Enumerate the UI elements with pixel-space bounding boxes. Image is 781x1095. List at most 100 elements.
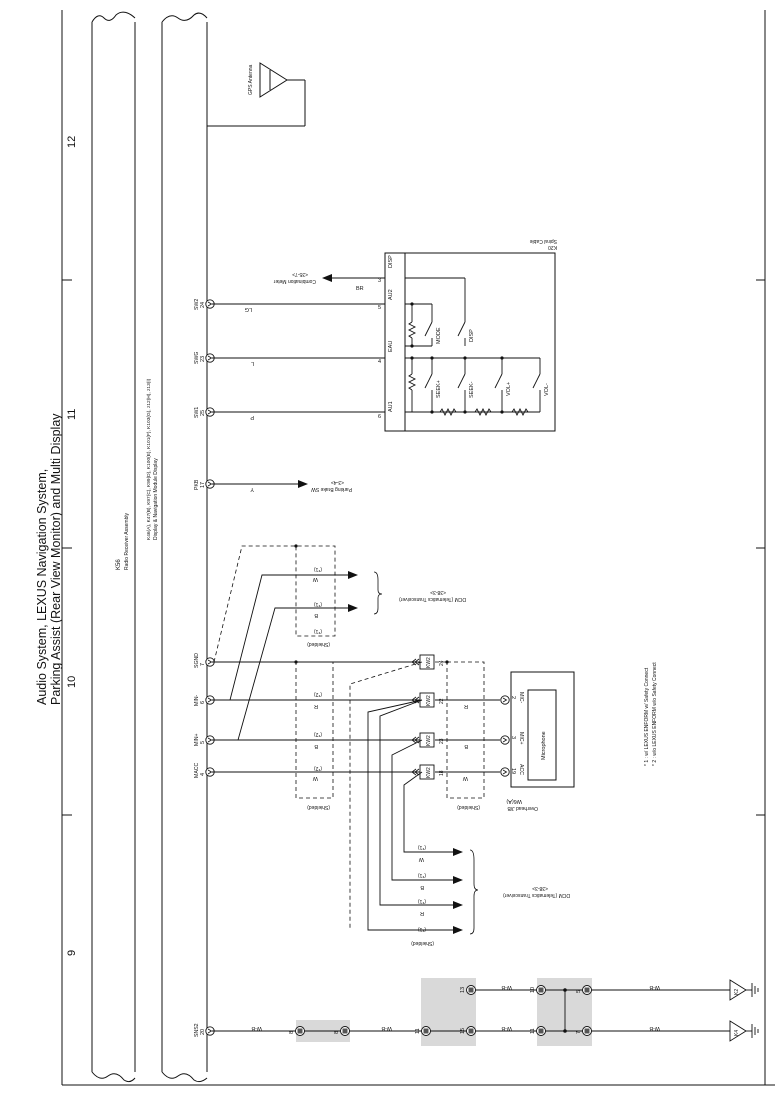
pin-name: MIN+ (194, 733, 200, 746)
pin-number: 17 (200, 482, 206, 488)
pin-number: 7 (200, 663, 206, 666)
page-title-line2: Parking Assist (Rear View Monitor) and M… (49, 413, 63, 705)
ground-k2-label: K2 (734, 989, 740, 995)
pin-name: SWG (194, 352, 200, 364)
upper-star1-a: (*1) (314, 566, 322, 572)
lower-w-label: W (418, 856, 424, 862)
display-module-box (161, 12, 208, 1083)
pin-swg (205, 353, 215, 363)
mic-pin (500, 695, 510, 705)
kw2-pin-number: 24 (439, 660, 445, 666)
kw2-pin-number: 22 (439, 698, 445, 704)
ground-conn-3d-number: 5 (576, 990, 582, 993)
ground-conn-2c: 13 (460, 985, 476, 995)
steering-wires (212, 303, 385, 485)
switch-label-seek-plus: SEEK+ (436, 380, 442, 398)
ground-conn-3c: 10 (530, 985, 546, 995)
lower-shielded: (Shielded) (411, 940, 434, 946)
radio-receiver-box (91, 11, 136, 1083)
pin-name: MIN- (194, 694, 200, 706)
dcm-upper-ref: <38-3> (430, 589, 446, 595)
sheet-number-10: 10 (66, 676, 78, 688)
ground-conn-3b-number: 7 (576, 1031, 582, 1034)
pin-number: 20 (200, 1029, 206, 1035)
sheet-number-9: 9 (66, 950, 78, 956)
spiral-num-6: 6 (378, 414, 381, 420)
comb-meter-ref: <35-7> (292, 271, 308, 277)
arrow-comb-meter (322, 274, 332, 282)
arrow-dcm-b (348, 604, 358, 612)
mic-pin (500, 735, 510, 745)
mic-b-label-a: B (314, 743, 318, 749)
switch-label-vol-minus: VOL- (544, 383, 550, 396)
radio-code: K56 (116, 559, 122, 570)
spiral-term-au2: AU2 (388, 289, 394, 300)
pin-name: SGND (194, 653, 200, 668)
ground-conn-1b-number: 8 (334, 1031, 340, 1034)
spiral-cable-box (384, 252, 556, 432)
ground-conn-1a-number: 8 (289, 1031, 295, 1034)
mic-wires (212, 661, 500, 773)
display-name: Display & Navigation Module Display (153, 458, 159, 540)
spiral-term-eau: EAU (388, 341, 394, 352)
wire-color-p: P (250, 414, 254, 420)
mic-b-label-b: B (464, 743, 468, 749)
radio-name: Radio Receiver Assembly (124, 513, 130, 570)
wb-label-2: W-B (381, 1025, 392, 1031)
steering-switch-network (405, 277, 541, 417)
overhead-code: W6(A) (506, 798, 522, 804)
mic-pin-name: MIC- (518, 692, 524, 704)
mic-star2-a: (*2) (314, 691, 322, 697)
mic-pin-number: 19 (510, 768, 516, 774)
switch-label-disp: DISP (469, 329, 475, 342)
mic-shields (295, 661, 485, 799)
parking-brake-ref: <3-4> (331, 479, 344, 485)
switch-label-seek-minus: SEEK- (469, 381, 475, 398)
kw2-label: KW2 (426, 657, 432, 668)
upper-star1-c: (*1) (314, 628, 322, 634)
page-title-line1: Audio System, LEXUS Navigation System, (35, 469, 49, 705)
pin-name: PKB (194, 479, 200, 490)
pin-number: 24 (200, 302, 206, 308)
sheet-number-11: 11 (66, 409, 78, 420)
wire-color-br: BR (356, 286, 364, 292)
mic-r-label-b: R (464, 703, 468, 709)
lower-star1-c: (*1) (418, 898, 426, 904)
mic-pin-number: 2 (510, 696, 516, 699)
pin-name: SW1 (194, 407, 200, 418)
dcm-lower-wires (367, 699, 455, 931)
upper-w-label: W (312, 576, 318, 582)
dcm-upper-wires (212, 574, 350, 741)
wb-label-5: W-B (649, 1025, 660, 1031)
display-code: K46(A), K47(B), K97(C), K99(D), K100(E),… (146, 378, 152, 540)
pin-sw2 (205, 299, 215, 309)
kw2-pin-number: 23 (439, 738, 445, 744)
ground-conn-3b: 7 (576, 1026, 592, 1036)
dcm-upper-label: DCM (Telematics Transceiver) (399, 596, 466, 602)
steering-junction-dots (410, 302, 504, 414)
mic-pin-name: ACC (518, 764, 524, 775)
arrow-parking-brake (298, 480, 308, 488)
ground-conn-2c-number: 13 (460, 987, 466, 993)
dcm-lower-ref: <38-3> (532, 885, 548, 891)
spiral-code: K20 (548, 244, 557, 250)
spiral-term-au1: AU1 (388, 401, 394, 412)
pin-name: SNS2 (194, 1023, 200, 1037)
spiral-num-3: 3 (378, 278, 381, 284)
pin-number: 6 (200, 701, 206, 704)
upper-shielded: (Shielded) (307, 641, 330, 647)
wb-label-4: W-B (501, 984, 512, 990)
lower-r-label: R (420, 910, 424, 916)
ground-k4-label: K4 (734, 1030, 740, 1036)
spiral-term-disp: DISP (388, 255, 394, 268)
switch-label-vol-plus: VOL+ (506, 382, 512, 396)
note-1: * 1 : w/ LEXUS ENFORM w/ Safety Connect (644, 667, 650, 766)
mic-pin-name: MIC+ (518, 732, 524, 745)
lower-star1-d: (*1) (418, 926, 426, 932)
pin-number: 5 (200, 741, 206, 744)
mic-star2-c: (*2) (314, 765, 322, 771)
